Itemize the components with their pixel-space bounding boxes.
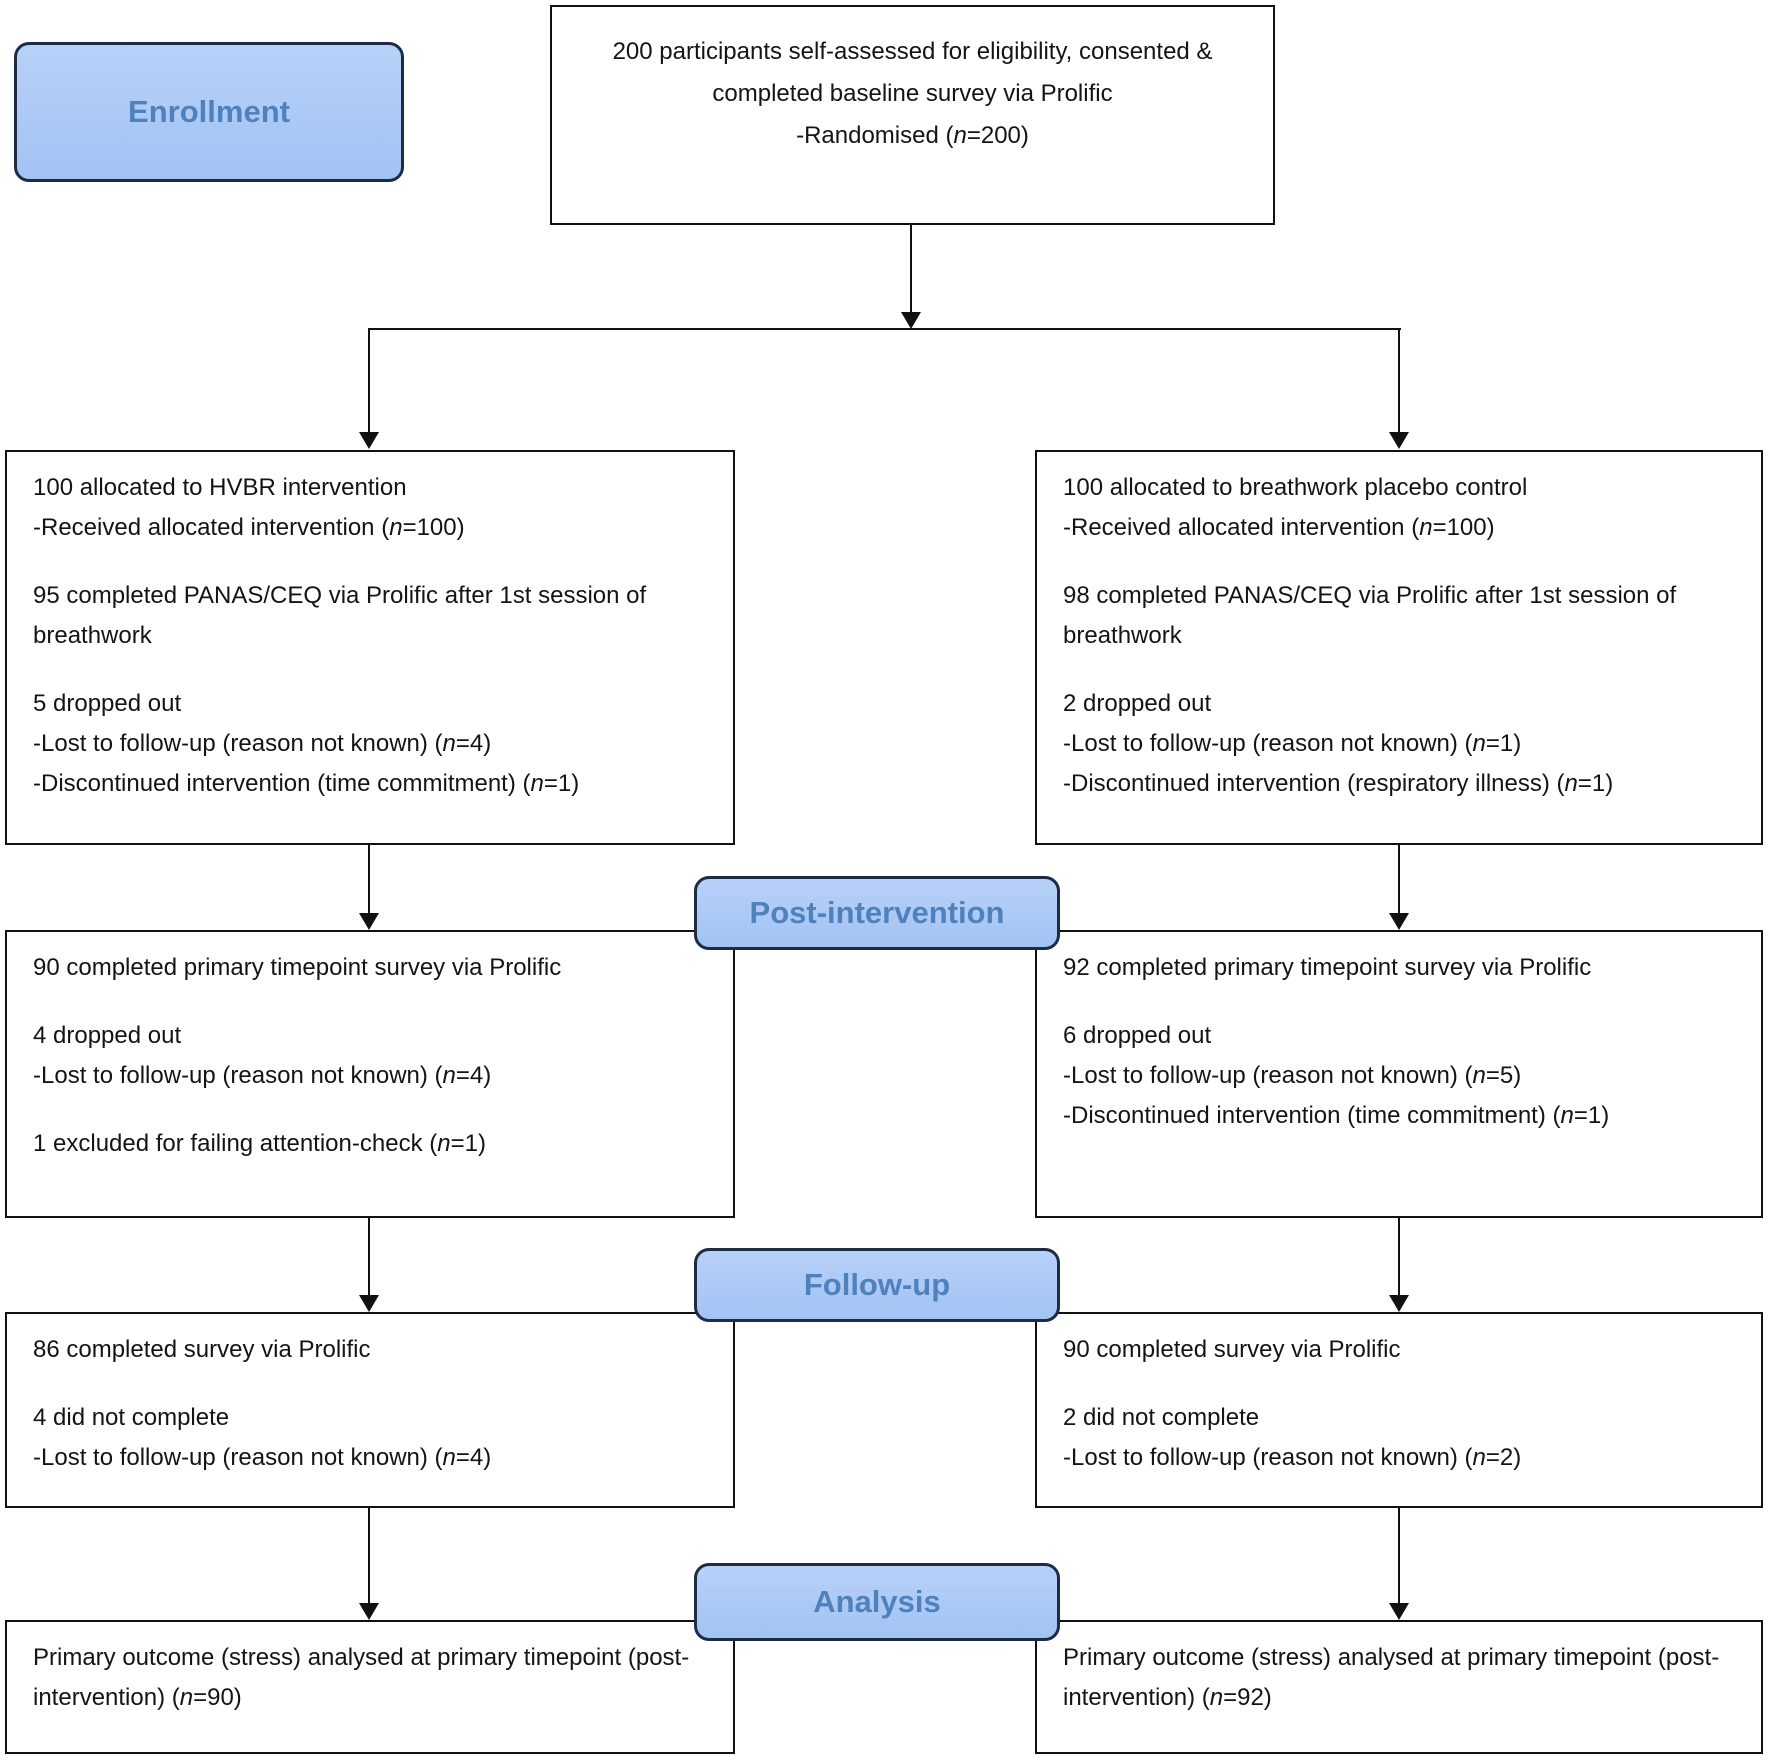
- post-intervention-box-placebo: 92 completed primary timepoint survey vi…: [1035, 930, 1763, 1218]
- stage-label-analysis: Analysis: [694, 1563, 1060, 1641]
- text-line: -Discontinued intervention (respiratory …: [1063, 770, 1614, 797]
- arrowhead-icon: [901, 312, 921, 329]
- text-line: -Lost to follow-up (reason not known) (n…: [1063, 1444, 1522, 1471]
- post-intervention-box-hvbr: 90 completed primary timepoint survey vi…: [5, 930, 735, 1218]
- stage-label-text: Follow-up: [803, 1267, 951, 1302]
- connector-line: [1398, 1508, 1400, 1603]
- text-line: 2 dropped out: [1063, 690, 1212, 717]
- text-line: 6 dropped out: [1063, 1022, 1212, 1049]
- text-line: 5 dropped out: [33, 690, 182, 717]
- arrowhead-icon: [359, 1295, 379, 1312]
- arrowhead-icon: [1389, 1295, 1409, 1312]
- connector-line: [368, 1218, 370, 1295]
- analysis-box-hvbr: Primary outcome (stress) analysed at pri…: [5, 1620, 735, 1754]
- text-line: [33, 988, 707, 1016]
- text-line: -Lost to follow-up (reason not known) (n…: [1063, 730, 1522, 757]
- arrowhead-icon: [359, 913, 379, 930]
- text-line: 86 completed survey via Prolific: [33, 1336, 371, 1363]
- text-line: -Received allocated intervention (n=100): [1063, 514, 1495, 541]
- follow-up-box-hvbr: 86 completed survey via Prolific 4 did no…: [5, 1312, 735, 1508]
- connector-line: [1398, 1218, 1400, 1295]
- text-line: -Randomised (n=200): [796, 122, 1029, 149]
- text-line: [33, 548, 707, 576]
- text-line: Primary outcome (stress) analysed at pri…: [33, 1644, 690, 1711]
- text-line: 90 completed survey via Prolific: [1063, 1336, 1401, 1363]
- stage-label-text: Enrollment: [128, 94, 290, 129]
- text-line: -Lost to follow-up (reason not known) (n…: [33, 730, 492, 757]
- text-line: [33, 656, 707, 684]
- text-line: 4 dropped out: [33, 1022, 182, 1049]
- text-line: 4 did not complete: [33, 1404, 230, 1431]
- text-line: -Received allocated intervention (n=100): [33, 514, 465, 541]
- text-line: [1063, 1370, 1735, 1398]
- connector-line: [368, 1508, 370, 1603]
- text-line: 100 allocated to breathwork placebo cont…: [1063, 474, 1528, 501]
- text-line: 2 did not complete: [1063, 1404, 1260, 1431]
- text-line: -Discontinued intervention (time commitm…: [33, 770, 580, 797]
- arrowhead-icon: [1389, 913, 1409, 930]
- text-line: -Lost to follow-up (reason not known) (n…: [33, 1444, 492, 1471]
- arrowhead-icon: [1389, 1603, 1409, 1620]
- text-line: [1063, 988, 1735, 1016]
- connector-line: [368, 845, 370, 913]
- allocation-box-placebo: 100 allocated to breathwork placebo cont…: [1035, 450, 1763, 845]
- connector-line: [368, 328, 370, 432]
- text-line: -Lost to follow-up (reason not known) (n…: [33, 1062, 492, 1089]
- arrowhead-icon: [359, 1603, 379, 1620]
- stage-label-follow-up: Follow-up: [694, 1248, 1060, 1322]
- text-line: 95 completed PANAS/CEQ via Prolific afte…: [33, 582, 647, 649]
- connector-line: [1398, 845, 1400, 913]
- connector-line: [369, 328, 1401, 330]
- stage-label-enrollment: Enrollment: [14, 42, 404, 182]
- text-line: 200 participants self-assessed for eligi…: [612, 38, 1213, 65]
- text-line: -Discontinued intervention (time commitm…: [1063, 1102, 1610, 1129]
- text-line: completed baseline survey via Prolific: [712, 80, 1113, 107]
- text-line: 98 completed PANAS/CEQ via Prolific afte…: [1063, 582, 1677, 649]
- stage-label-text: Post-intervention: [749, 895, 1005, 930]
- text-line: [1063, 656, 1735, 684]
- text-line: [1063, 548, 1735, 576]
- text-line: Primary outcome (stress) analysed at pri…: [1063, 1644, 1720, 1711]
- connector-line: [910, 225, 912, 313]
- stage-label-text: Analysis: [813, 1584, 941, 1619]
- text-line: -Lost to follow-up (reason not known) (n…: [1063, 1062, 1522, 1089]
- analysis-box-placebo: Primary outcome (stress) analysed at pri…: [1035, 1620, 1763, 1754]
- connector-line: [1398, 328, 1400, 432]
- arrowhead-icon: [1389, 432, 1409, 449]
- text-line: 92 completed primary timepoint survey vi…: [1063, 954, 1592, 981]
- arrowhead-icon: [359, 432, 379, 449]
- text-line: 1 excluded for failing attention-check (…: [33, 1130, 486, 1157]
- enrollment-randomisation-box: 200 participants self-assessed for eligi…: [550, 5, 1275, 225]
- stage-label-post-intervention: Post-intervention: [694, 876, 1060, 950]
- follow-up-box-placebo: 90 completed survey via Prolific 2 did no…: [1035, 1312, 1763, 1508]
- allocation-box-hvbr: 100 allocated to HVBR intervention -Recei…: [5, 450, 735, 845]
- text-line: [33, 1370, 707, 1398]
- text-line: [33, 1096, 707, 1124]
- text-line: 100 allocated to HVBR intervention: [33, 474, 407, 501]
- text-line: 90 completed primary timepoint survey vi…: [33, 954, 562, 981]
